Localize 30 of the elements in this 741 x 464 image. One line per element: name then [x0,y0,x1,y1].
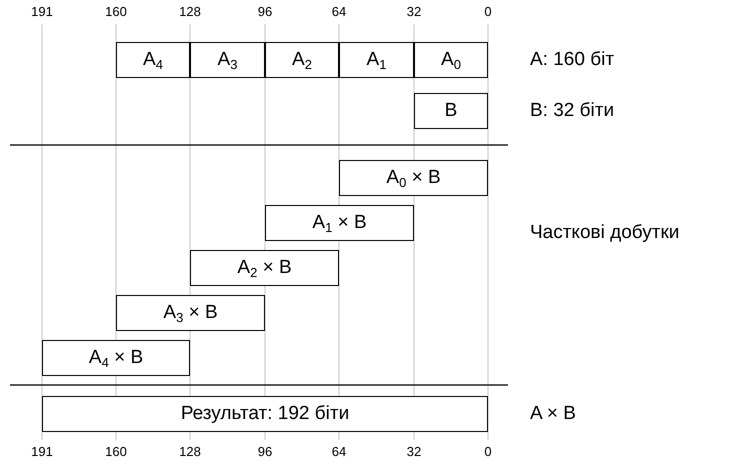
bit-position-number: 96 [258,4,272,19]
register-segment: A$_{2}$ [265,42,339,78]
bit-position-number: 128 [179,444,201,459]
bit-position-number: 64 [332,444,346,459]
bit-position-number: 32 [406,444,422,459]
row-caption: Часткові добутки [530,222,680,244]
row-caption: B: 32 біти [530,100,614,122]
bit-position-number: 191 [31,4,53,19]
partial-product-block: A$_{4}$ × B [42,340,190,376]
partial-product-block: A$_{3}$ × B [116,295,265,331]
row-caption: A × B [530,403,576,425]
register-segment: A$_{1}$ [339,42,414,78]
bit-position-number: 32 [406,4,422,19]
bit-position-number: 0 [484,444,492,459]
bit-position-number: 128 [179,4,201,19]
bit-position-number: 0 [484,4,492,19]
bit-position-number: 160 [105,444,127,459]
bit-position-number: 96 [258,444,272,459]
partial-product-block: A$_{1}$ × B [265,205,414,241]
bit-position-number: 64 [332,4,346,19]
bit-position-number: 160 [105,4,127,19]
row-caption: A: 160 біт [530,49,614,71]
register-segment: A$_{0}$ [414,42,488,78]
register-segment: A$_{3}$ [190,42,265,78]
bit-position-number: 191 [31,444,53,459]
result-block: Результат: 192 біти [42,396,488,432]
register-segment: A$_{4}$ [116,42,190,78]
register-segment: B [414,93,488,129]
partial-product-block: A$_{0}$ × B [339,160,488,196]
partial-product-block: A$_{2}$ × B [190,250,339,286]
